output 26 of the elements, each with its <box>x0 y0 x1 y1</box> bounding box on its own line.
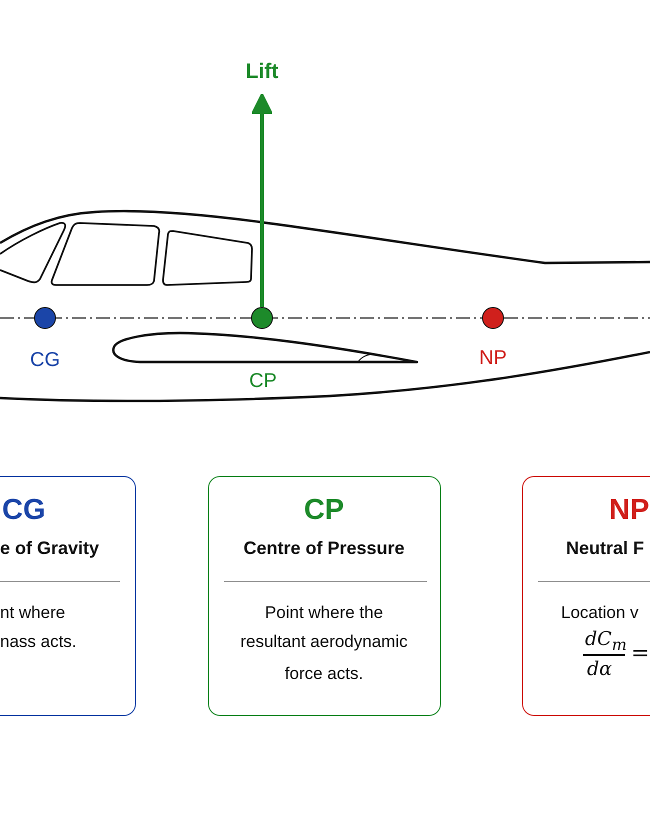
card-description: nass acts. <box>0 632 77 652</box>
card-title: CP <box>302 495 346 527</box>
card-subtitle: Centre of Pressure <box>242 539 406 559</box>
card-description: nt where <box>0 604 66 622</box>
card-description: Location v <box>561 604 638 622</box>
card-subtitle: e of Gravity <box>0 539 100 559</box>
formula-term: dα <box>587 658 612 680</box>
point-marker <box>251 307 273 329</box>
info-card <box>208 476 441 716</box>
force-label: Lift <box>236 58 288 96</box>
formula-term: dC$_{m}$ <box>585 628 627 653</box>
point-label: CG <box>29 349 61 371</box>
formula-sign: = <box>631 642 650 666</box>
point-marker <box>482 307 504 329</box>
info-card <box>522 476 650 716</box>
lift-arrow <box>251 93 273 307</box>
card-title: CG <box>2 495 46 527</box>
card-description: force acts. <box>284 664 364 684</box>
card-description: Point where the <box>264 604 384 622</box>
point-marker <box>34 307 56 329</box>
card-title: NP <box>609 495 650 527</box>
point-label: CP <box>248 370 278 392</box>
info-card <box>0 476 136 716</box>
card-subtitle: Neutral F <box>566 539 644 559</box>
point-label: NP <box>478 347 508 369</box>
card-description: resultant aerodynamic <box>239 632 409 652</box>
